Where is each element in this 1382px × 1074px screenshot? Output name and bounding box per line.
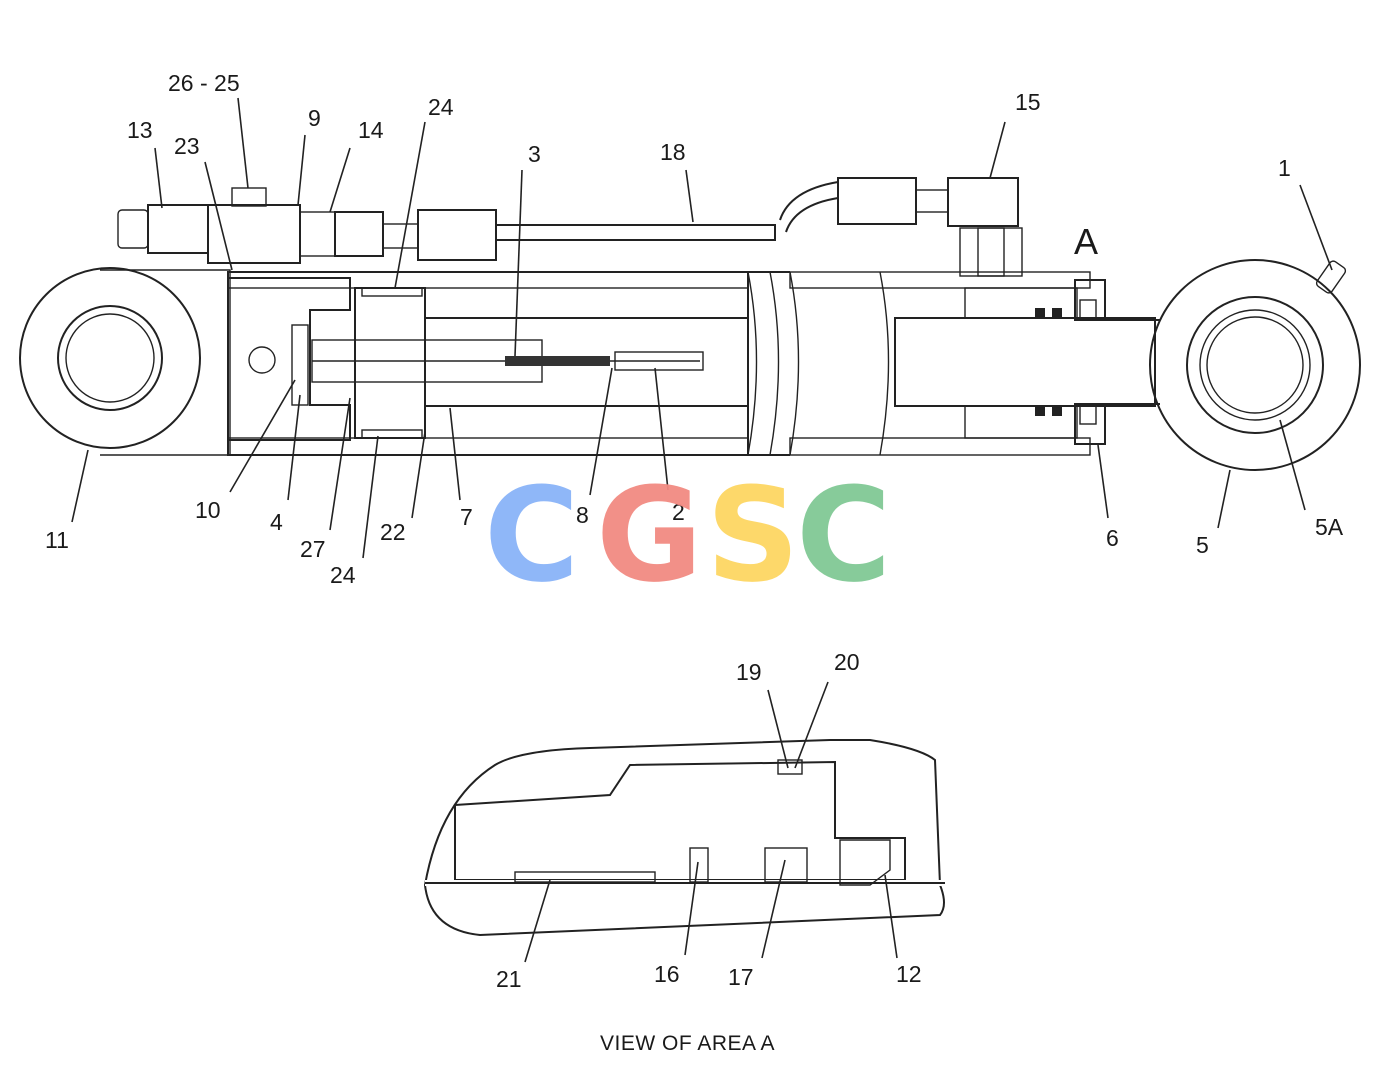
watermark-letter-c1: C bbox=[484, 459, 579, 611]
callout-24-top: 24 bbox=[428, 94, 454, 120]
callout-4: 4 bbox=[270, 509, 283, 535]
callout-3: 3 bbox=[528, 141, 541, 167]
callout-22: 22 bbox=[380, 519, 406, 545]
main-cylinder-view bbox=[19, 177, 1361, 471]
detail-outline bbox=[423, 739, 945, 937]
sensor-magnet bbox=[614, 351, 704, 371]
callout-11: 11 bbox=[45, 527, 69, 553]
detail-caption: VIEW OF AREA A bbox=[600, 1032, 775, 1055]
callout-23: 23 bbox=[174, 133, 200, 159]
leader-lines bbox=[71, 97, 1333, 963]
callout-27: 27 bbox=[300, 536, 326, 562]
callout-21: 21 bbox=[496, 966, 522, 992]
callout-13: 13 bbox=[127, 117, 153, 143]
callout-2: 2 bbox=[672, 499, 685, 525]
cgsc-watermark-logo: C G S C bbox=[484, 459, 891, 611]
callout-15: 15 bbox=[1015, 89, 1041, 115]
detail-view-area-a bbox=[423, 739, 945, 937]
callout-26-25: 26 - 25 bbox=[168, 70, 240, 96]
cylinder-barrel bbox=[227, 271, 1091, 456]
area-a-marker: A bbox=[1074, 221, 1098, 262]
callout-24-bottom: 24 bbox=[330, 562, 356, 588]
callout-5: 5 bbox=[1196, 532, 1209, 558]
hydraulic-line bbox=[117, 177, 1023, 277]
watermark-letter-g: G bbox=[596, 459, 703, 611]
callout-5a: 5A bbox=[1315, 514, 1344, 540]
callout-19: 19 bbox=[736, 659, 762, 685]
callout-7: 7 bbox=[460, 504, 473, 530]
callout-10: 10 bbox=[195, 497, 221, 523]
callout-12: 12 bbox=[896, 961, 922, 987]
head-end-block bbox=[227, 277, 351, 441]
rod-right bbox=[894, 317, 1156, 407]
callout-labels: 1 2 3 4 5 5A 6 7 8 9 10 11 12 13 14 15 1… bbox=[45, 70, 1344, 1055]
callout-20: 20 bbox=[834, 649, 860, 675]
rod-left bbox=[424, 317, 749, 407]
callout-6: 6 bbox=[1106, 525, 1119, 551]
piston bbox=[354, 287, 426, 439]
callout-8: 8 bbox=[576, 502, 589, 528]
watermark-letter-c2: C bbox=[796, 459, 891, 611]
callout-17: 17 bbox=[728, 964, 754, 990]
sensor-rod bbox=[505, 356, 610, 366]
rod-gland bbox=[964, 279, 1106, 445]
rod-end-eye bbox=[1149, 259, 1361, 471]
callout-16: 16 bbox=[654, 961, 680, 987]
callout-18: 18 bbox=[660, 139, 686, 165]
callout-1: 1 bbox=[1278, 155, 1291, 181]
callout-14: 14 bbox=[358, 117, 384, 143]
head-end-eye bbox=[19, 267, 231, 456]
watermark-letter-s: S bbox=[706, 459, 800, 611]
callout-9: 9 bbox=[308, 105, 321, 131]
